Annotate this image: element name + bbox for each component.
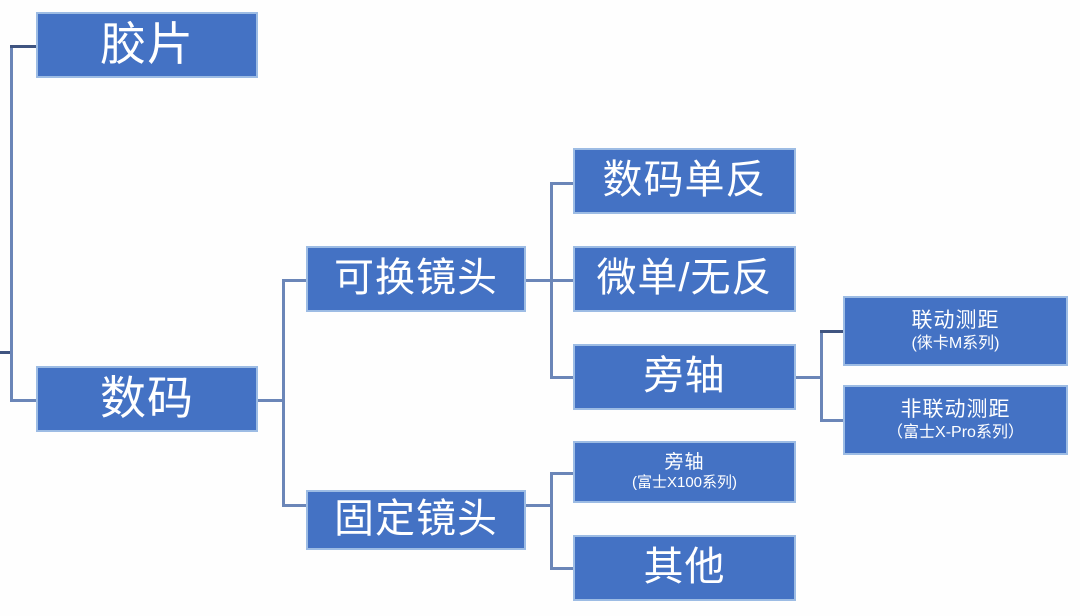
connector-fixed-to-rangefinder100	[550, 472, 574, 475]
node-rangefinder[interactable]: 旁轴	[573, 344, 796, 410]
node-digital-label: 数码	[100, 372, 194, 425]
node-dslr-label: 数码单反	[602, 158, 767, 203]
node-dslr[interactable]: 数码单反	[573, 148, 796, 214]
node-fixed-lens[interactable]: 固定镜头	[306, 490, 526, 550]
node-coupled-rangefinder[interactable]: 联动测距 (徕卡M系列)	[843, 296, 1068, 366]
connector-root-trunk	[10, 45, 13, 402]
connector-interchangeable-to-mirrorless	[550, 279, 574, 282]
node-mirrorless-label: 微单/无反	[596, 256, 773, 301]
node-film-label: 胶片	[100, 18, 194, 71]
connector-digital-to-interchangeable	[282, 279, 306, 282]
connector-digital-trunk	[282, 279, 285, 507]
connector-root-to-digital	[10, 399, 36, 402]
connector-fixed-out	[526, 504, 552, 507]
node-mirrorless[interactable]: 微单/无反	[573, 246, 796, 312]
node-rangefinder-label: 旁轴	[643, 354, 726, 399]
node-other-label: 其他	[643, 545, 726, 590]
connector-root-to-film	[10, 45, 36, 48]
node-film[interactable]: 胶片	[36, 12, 258, 78]
node-uncoupled-rangefinder-sublabel: （富士X-Pro系列）	[887, 423, 1024, 441]
connector-rangefinder-to-coupled	[820, 330, 844, 333]
connector-interchangeable-out	[526, 279, 552, 282]
node-interchangeable-lens-label: 可换镜头	[334, 256, 498, 301]
connector-digital-out	[258, 399, 284, 402]
connector-rangefinder-to-uncoupled	[820, 419, 844, 422]
connector-interchangeable-to-rangefinder	[550, 376, 574, 379]
node-fixed-rangefinder-sublabel: (富士X100系列)	[631, 473, 738, 491]
connector-root-stub	[0, 351, 13, 354]
connector-fixed-to-other	[550, 567, 574, 570]
node-fixed-lens-label: 固定镜头	[334, 497, 498, 542]
connector-rangefinder-out	[796, 376, 822, 379]
connector-rangefinder-trunk	[820, 330, 823, 421]
node-coupled-rangefinder-label: 联动测距	[911, 309, 1000, 333]
node-interchangeable-lens[interactable]: 可换镜头	[306, 246, 526, 312]
node-coupled-rangefinder-sublabel: (徕卡M系列)	[911, 334, 1000, 352]
node-fixed-rangefinder[interactable]: 旁轴 (富士X100系列)	[573, 441, 796, 503]
node-uncoupled-rangefinder[interactable]: 非联动测距 （富士X-Pro系列）	[843, 385, 1068, 455]
node-fixed-rangefinder-label: 旁轴	[664, 452, 705, 474]
connector-fixed-trunk	[550, 472, 553, 568]
connector-interchangeable-to-dslr	[550, 182, 574, 185]
connector-digital-to-fixed	[282, 504, 306, 507]
node-uncoupled-rangefinder-label: 非联动测距	[900, 398, 1011, 422]
node-other[interactable]: 其他	[573, 535, 796, 601]
node-digital[interactable]: 数码	[36, 366, 258, 432]
